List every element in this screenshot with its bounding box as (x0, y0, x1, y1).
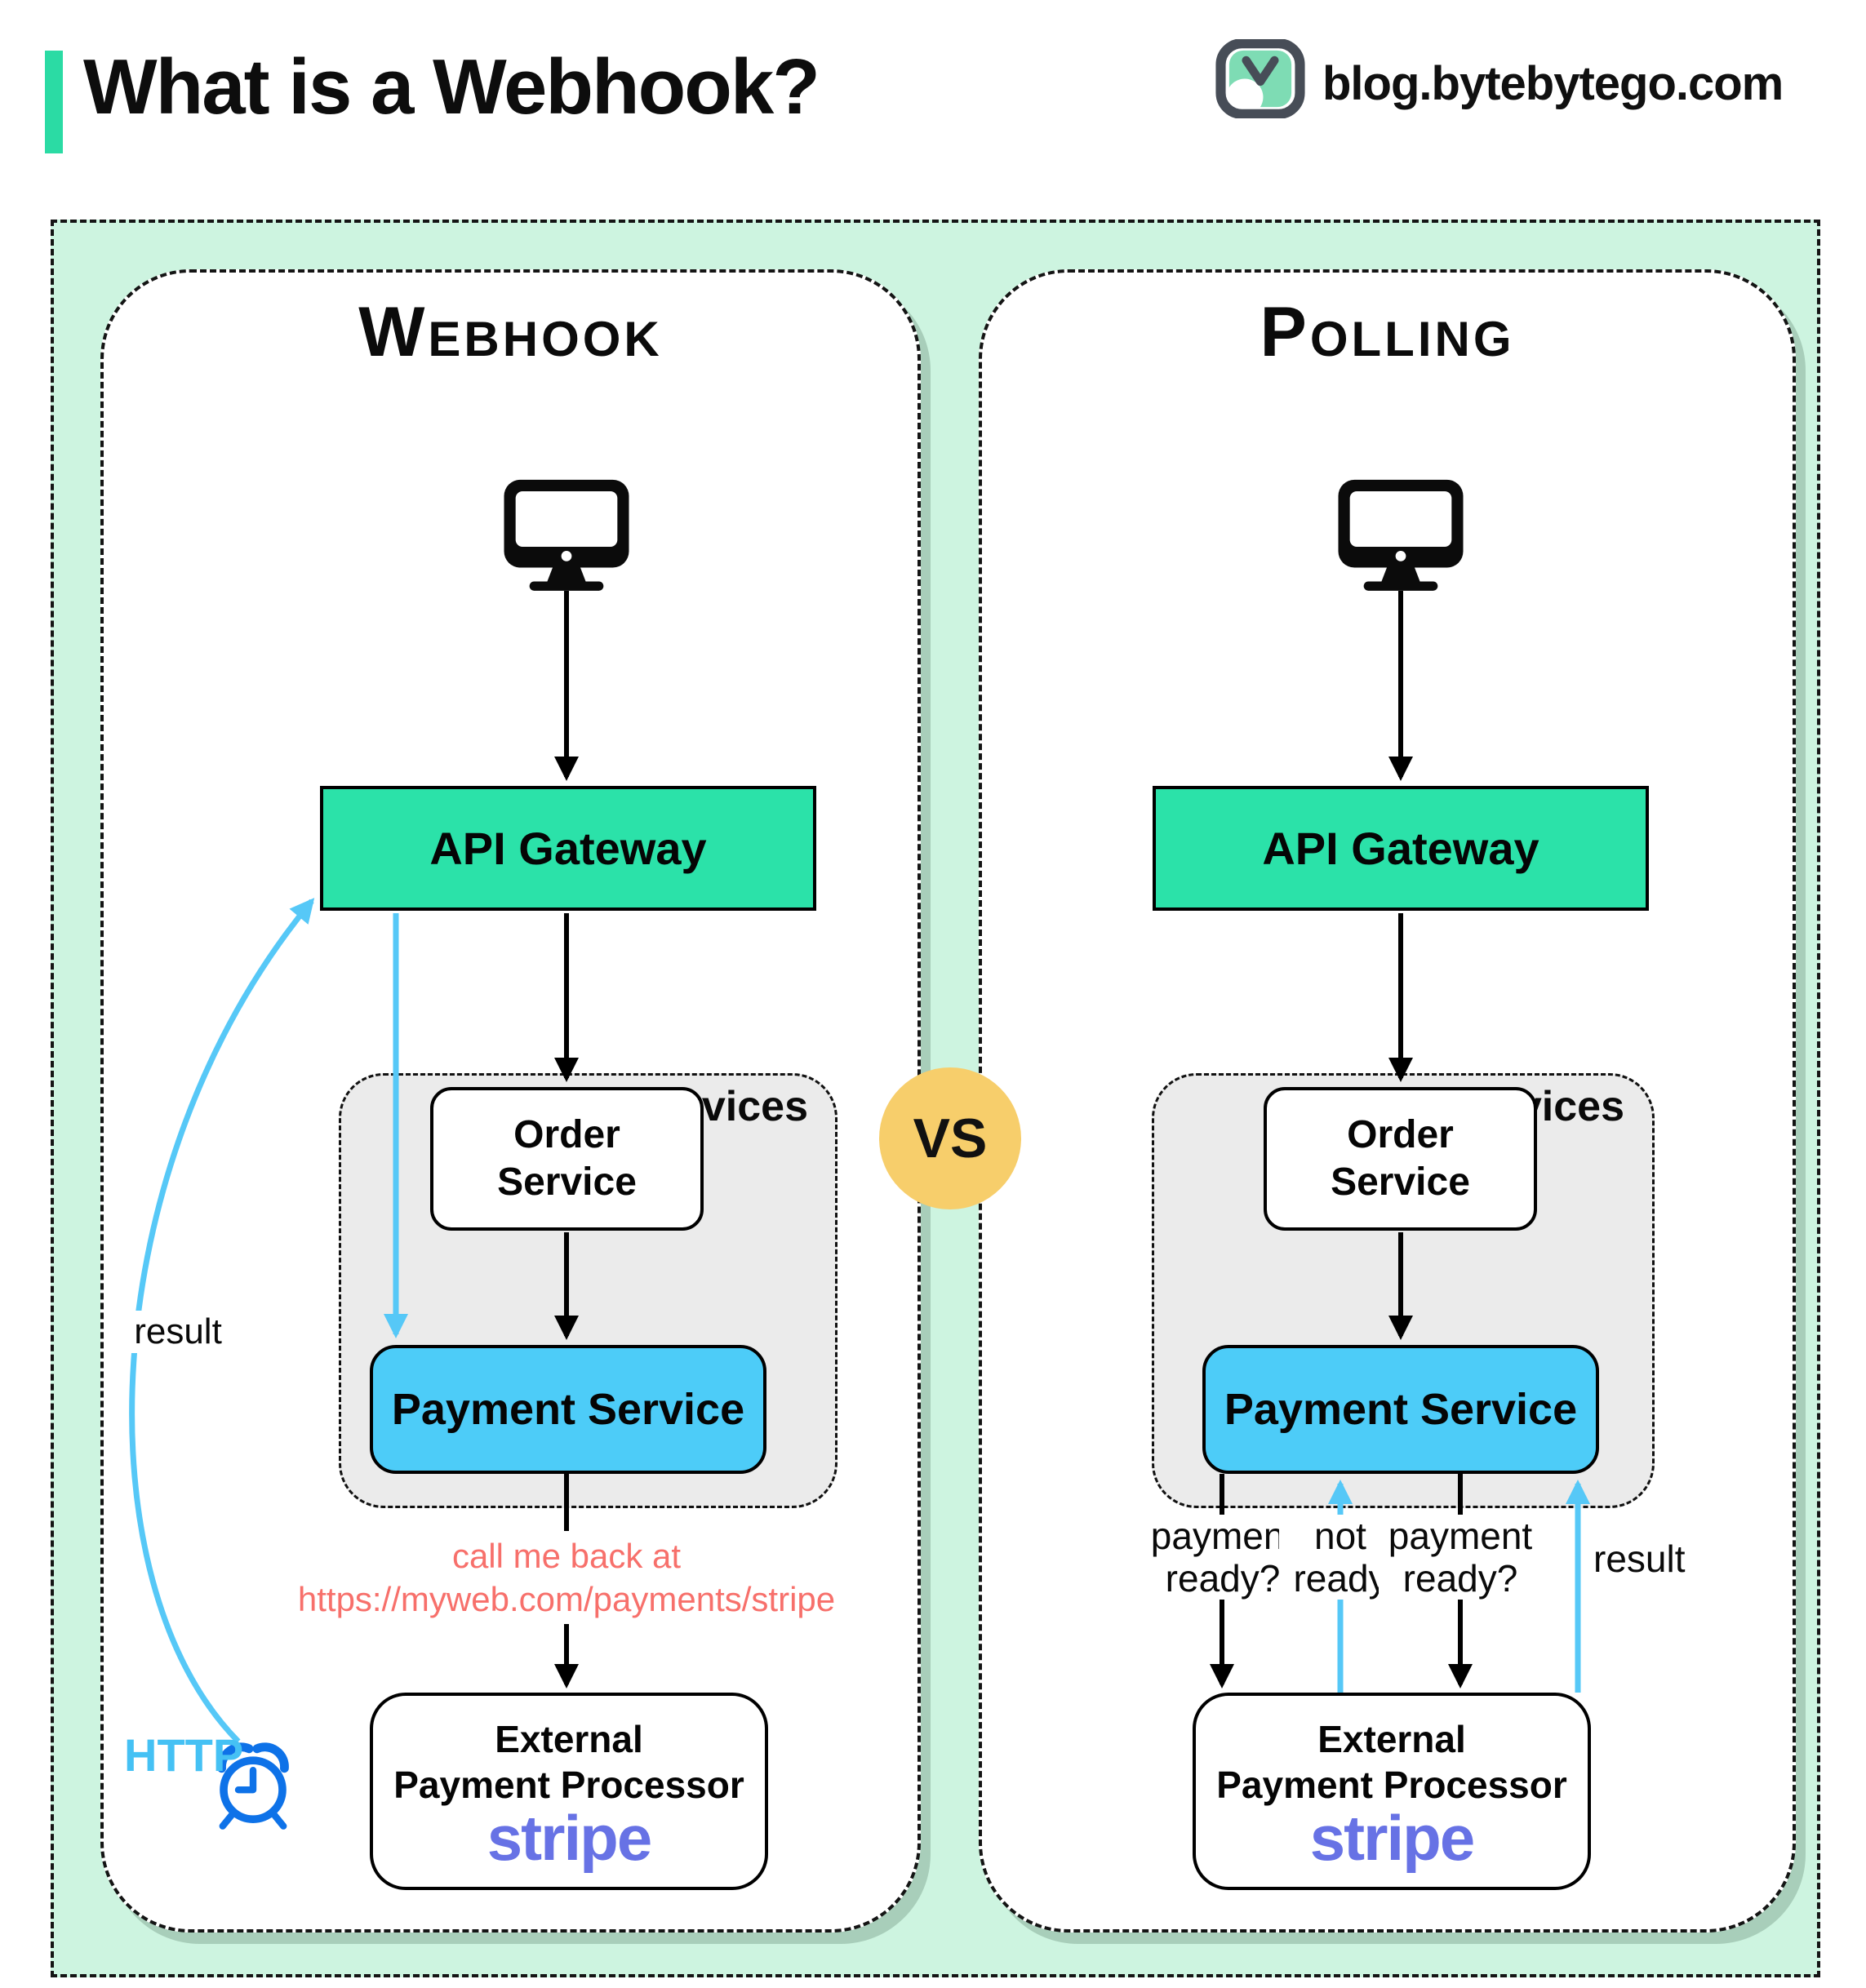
monitor-icon (1331, 475, 1470, 595)
bytebytego-logo-icon (1215, 38, 1306, 122)
external-payment-processor-node: External Payment Processor stripe (370, 1693, 768, 1890)
vs-badge-label: VS (913, 1107, 988, 1169)
payment-ready-label-2: payment ready? (1379, 1515, 1542, 1600)
api-gateway-label: API Gateway (429, 823, 707, 874)
order-service-label-line1: Order (1347, 1113, 1454, 1156)
http-label: HTTP (124, 1729, 244, 1781)
result-label: result (1593, 1538, 1686, 1580)
payment-service-node: Payment Service (1202, 1345, 1599, 1474)
vs-badge: VS (879, 1067, 1021, 1209)
stripe-logo: stripe (1309, 1802, 1475, 1874)
order-service-label-line1: Order (513, 1113, 620, 1156)
alarm-clock-icon (204, 1735, 302, 1837)
page-title: What is a Webhook? (83, 43, 820, 131)
webhook-panel-title: Webhook (358, 292, 663, 371)
order-service-node: Order Service (430, 1087, 704, 1231)
payment-service-label: Payment Service (1224, 1385, 1578, 1434)
callback-note: call me back at https://myweb.com/paymen… (281, 1534, 852, 1621)
polling-panel-title: Polling (1260, 292, 1515, 371)
external-processor-label-line1: External (495, 1718, 643, 1760)
label-line: payment (1388, 1515, 1533, 1557)
stripe-logo: stripe (486, 1802, 652, 1874)
payment-service-node: Payment Service (370, 1345, 766, 1474)
callback-note-line1: call me back at (451, 1537, 682, 1575)
external-processor-label-line2: Payment Processor (393, 1764, 744, 1806)
order-service-node: Order Service (1264, 1087, 1537, 1231)
external-processor-label-line1: External (1317, 1718, 1466, 1760)
external-processor-label-line2: Payment Processor (1216, 1764, 1567, 1806)
callback-note-line2: https://myweb.com/payments/stripe (297, 1580, 836, 1618)
payment-service-label: Payment Service (391, 1385, 745, 1434)
api-gateway-label: API Gateway (1262, 823, 1539, 874)
title-accent-bar (45, 51, 63, 153)
brand: blog.bytebytego.com (1215, 38, 1784, 122)
order-service-label-line2: Service (1331, 1160, 1470, 1204)
order-service-label-line2: Service (497, 1160, 637, 1204)
brand-url: blog.bytebytego.com (1322, 56, 1784, 110)
api-gateway-node: API Gateway (1153, 786, 1649, 911)
monitor-icon (497, 475, 636, 595)
result-label: result (121, 1311, 235, 1353)
api-gateway-node: API Gateway (320, 786, 816, 911)
external-payment-processor-node: External Payment Processor stripe (1193, 1693, 1591, 1890)
label-line: ready? (1402, 1557, 1518, 1600)
